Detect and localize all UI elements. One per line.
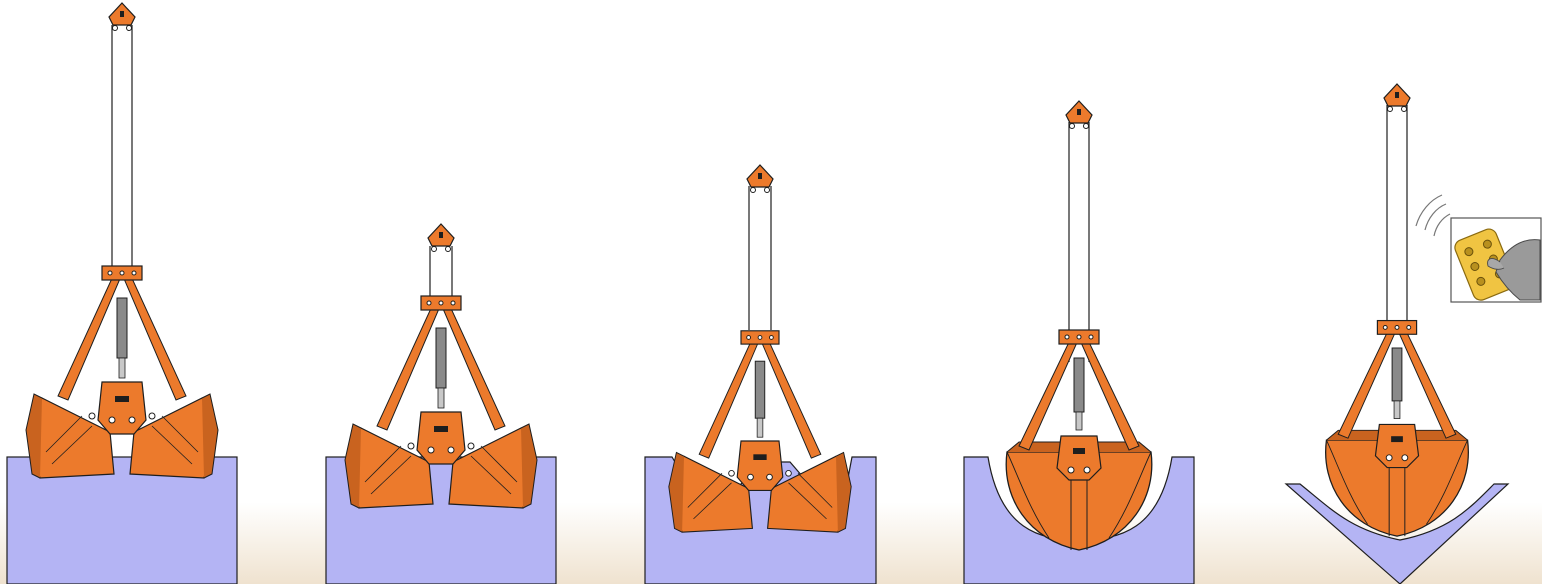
stage-5-closed-lifted [1284, 83, 1510, 584]
stage-1-suspended-open [6, 2, 238, 584]
stage-3-penetrating [644, 164, 877, 584]
material-trough [1284, 483, 1510, 584]
stage-4-closing [963, 100, 1195, 584]
radio-remote-hand-icon [1415, 194, 1542, 303]
stage-2-touching-surface [325, 223, 557, 584]
